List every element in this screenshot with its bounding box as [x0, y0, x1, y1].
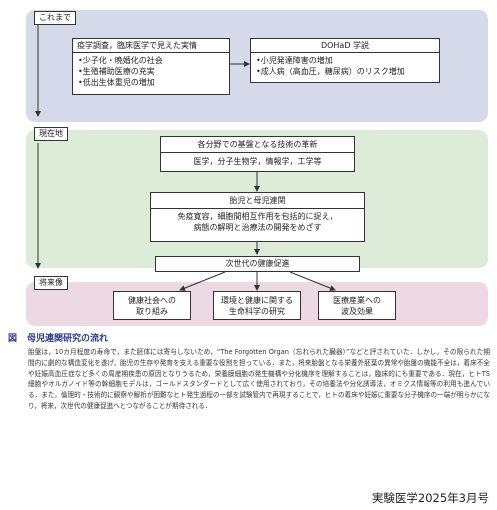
outcome-line: 取り組み: [136, 307, 168, 316]
observed-fact-item: •生殖補助医療の充実: [78, 67, 155, 76]
figure-label: 図: [8, 334, 18, 344]
observed-fact-item: •少子化・晩婚化の社会: [78, 56, 163, 65]
outcome-box-health-society: 健康社会への 取り組み: [113, 291, 191, 320]
outcome-line: 医療産業への: [333, 296, 381, 305]
figure-title: 図 母児連関研究の流れ: [8, 331, 490, 344]
figure-caption: 図 母児連関研究の流れ 胎盤は，10カ月程度の寿命で，また胚体には寄与しないため…: [8, 331, 490, 412]
fetal-maternal-line: 病態の解明と治療法の開発をめざす: [193, 223, 322, 232]
outcome-line: 環境と健康に関する: [221, 296, 293, 305]
observed-facts-title: 疫学調査，臨床医学で見えた実情: [73, 39, 229, 53]
tag-past: これまで: [34, 11, 76, 25]
tech-innovation-title: 各分野での基盤となる技術の革新: [161, 137, 354, 153]
figure-title-text: 母児連関研究の流れ: [27, 334, 109, 344]
arrow-promo-to-outcome-3: [289, 271, 336, 291]
outcome-line: 健康社会への: [128, 296, 176, 305]
fetal-maternal-line: 免疫寛容，細胞間相互作用を包括的に捉え，: [177, 212, 338, 221]
observed-facts-box: 疫学調査，臨床医学で見えた実情 •少子化・晩婚化の社会 •生殖補助医療の充実 •…: [72, 38, 230, 95]
fetal-maternal-title: 胎児と母児連関: [151, 193, 364, 209]
dohad-title: DOHaD 学説: [251, 39, 439, 53]
arrow-promo-to-outcome-1: [179, 271, 226, 291]
dohad-item: •成人病（高血圧，糖尿病）のリスク増加: [256, 67, 405, 76]
outcome-box-life-science: 環境と健康に関する 生命科学の研究: [213, 291, 301, 320]
tech-innovation-box: 各分野での基盤となる技術の革新 医学，分子生物学，情報学，工学等: [160, 136, 355, 172]
dohad-box: DOHaD 学説 •小児発達障害の増加 •成人病（高血圧，糖尿病）のリスク増加: [250, 38, 440, 83]
connector-lines: [35, 23, 336, 291]
health-promotion-box: 次世代の健康促進: [155, 256, 360, 272]
source-citation: 実験医学2025年3月号: [371, 491, 489, 505]
dohad-item: •小児発達障害の増加: [256, 56, 333, 65]
figure-caption-body: 胎盤は，10カ月程度の寿命で，また胚体には寄与しないため，“The Forgot…: [28, 348, 490, 410]
tag-future: 将来像: [34, 276, 68, 290]
tag-present: 現在地: [34, 127, 68, 141]
outcome-box-medical-industry: 医療産業への 波及効果: [318, 291, 396, 320]
fetal-maternal-box: 胎児と母児連関 免疫寛容，細胞間相互作用を包括的に捉え， 病態の解明と治療法の開…: [150, 192, 365, 242]
outcome-line: 波及効果: [341, 307, 373, 316]
tech-innovation-fields: 医学，分子生物学，情報学，工学等: [193, 157, 322, 166]
outcome-line: 生命科学の研究: [229, 307, 285, 316]
observed-fact-item: •低出生体重児の増加: [78, 78, 155, 87]
